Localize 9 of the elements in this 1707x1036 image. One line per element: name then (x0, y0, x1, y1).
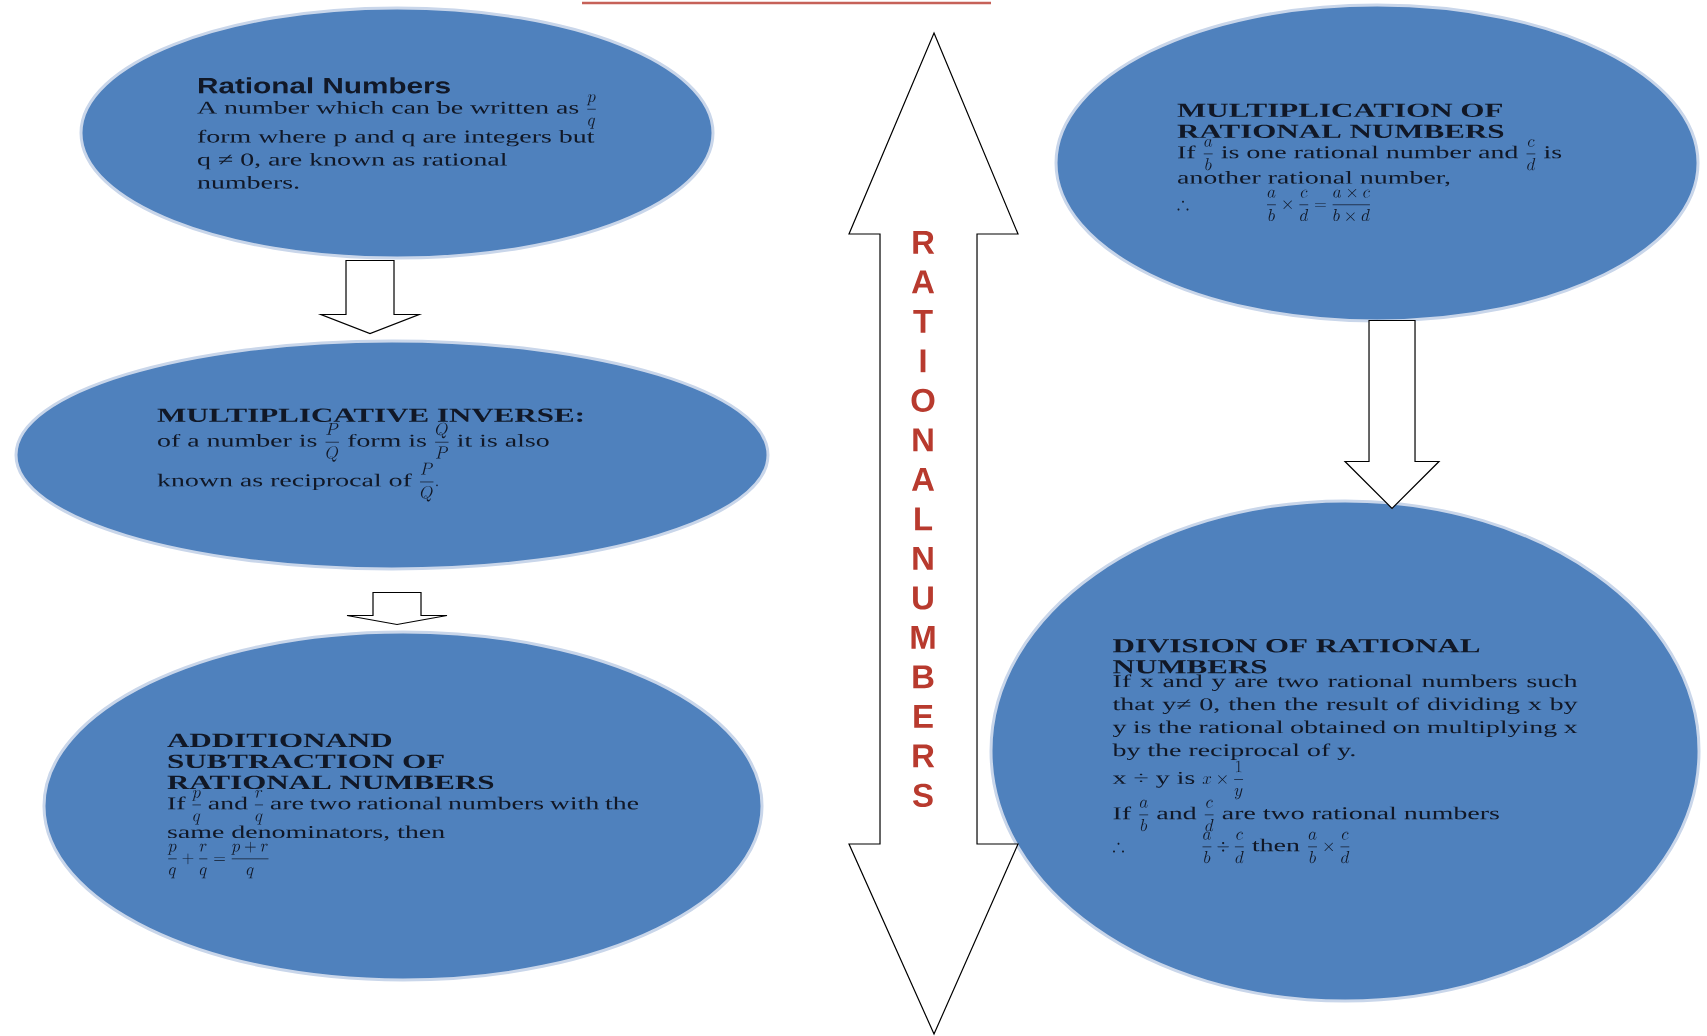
block-arrow (1343, 319, 1441, 510)
block-arrow (346, 591, 448, 626)
ellipse-bubble: DIVISION OF RATIONAL NUMBERS If x and y are two rational numbers such that y≠ 0, then the result of dividing x by y is the rational obtained on multiplying x by the reciprocal of y. x ÷ y is $x\times\frac{1}{y}$ If $\frac{a}{b}$ and $\frac{c}{d}$ are two rational numbers $\therefore\qquad\qquad \frac{a}{b}\div\frac{c}{d}$ then $\frac{a}{b}\times\frac{c}{d}$ (989, 499, 1701, 1003)
ellipse-bubble: ADDITIONAND SUBTRACTION OF RATIONAL NUMBERS If $\frac{p}{q}$ and $\frac{r}{q}$ are two rational numbers with the same denominators, then $\frac{p}{q}+\frac{r}{q}=\frac{p+r}{q}$ (42, 630, 764, 982)
ellipse-bubble: Rational Numbers A number which can be written as $\frac{p}{q}$ form where p and q are integers but q ≠ 0, are known as rational numbers. (79, 6, 715, 260)
ellipse-bubble: MULTIPLICATIVE INVERSE: of a number is $\frac{P}{Q}$ form is $\frac{Q}{P}$ it is also known as reciprocal of $\frac{P}{Q}.$ (14, 339, 770, 571)
node-label: RATIONALNUMBERS (911, 230, 935, 808)
ellipse-bubble: MULTIPLICATION OF RATIONAL NUMBERS If $\frac{a}{b}$ is one rational number and $\frac{c}{d}$ is another rational number, $\therefore\qquad\qquad \frac{a}{b}\times\frac{c}{d}=\frac{a\times c}{b\times d}$ (1054, 3, 1700, 323)
block-arrow (317, 259, 423, 335)
